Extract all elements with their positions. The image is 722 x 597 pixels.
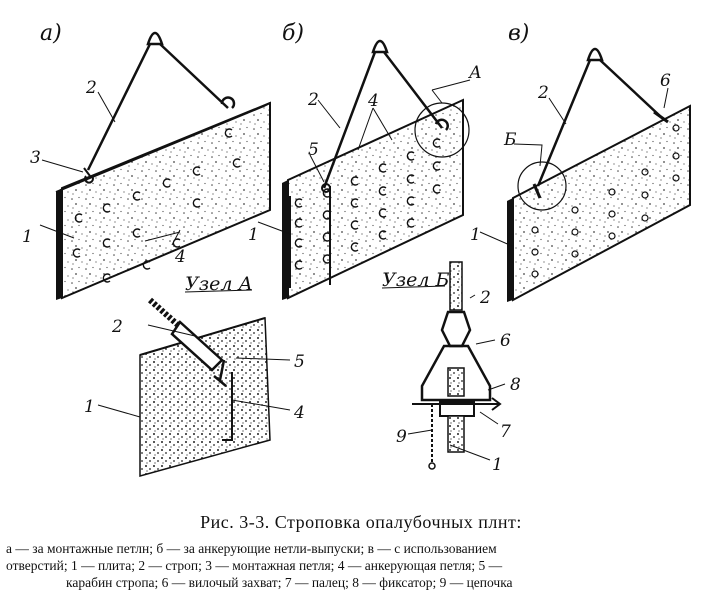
panel-label-a: а) (40, 21, 62, 46)
panel-v-drawing (479, 47, 691, 302)
num-2-a: 2 (85, 78, 97, 98)
num-2-node-a: 2 (111, 317, 123, 337)
num-3-a: 3 (30, 148, 41, 168)
node-a-title: Узел А (185, 273, 253, 295)
legend-line-1: а — за монтажные петлн; б — за анкерующи… (6, 541, 497, 556)
num-4-node-a: 4 (293, 403, 305, 423)
num-4-b: 4 (367, 91, 379, 111)
panel-a-drawing (39, 31, 271, 300)
num-6-v: 6 (660, 71, 671, 91)
legend-line-3: карабин стропа; 6 — вилочый захват; 7 — … (66, 575, 513, 590)
num-5-b: 5 (308, 140, 319, 160)
callout-b-label: Б (503, 130, 517, 150)
num-2-v: 2 (537, 83, 549, 103)
num-6-node-b: 6 (500, 331, 511, 351)
num-2-b: 2 (307, 90, 319, 110)
panel-label-b: б) (282, 21, 304, 46)
panel-label-v: в) (508, 21, 529, 46)
num-5-node-a: 5 (294, 352, 305, 372)
num-4-a: 4 (174, 247, 186, 267)
num-1-node-a: 1 (84, 397, 95, 417)
panel-b-drawing (257, 39, 471, 300)
num-1-v: 1 (470, 225, 481, 245)
figure-caption-title: Рис. 3-3. Строповка опалубочных плнт: (200, 512, 522, 532)
figure-legend: а — за монтажные петлн; б — за анкерующи… (6, 540, 716, 591)
callout-a-label: А (468, 63, 482, 83)
num-8-node-b: 8 (510, 375, 521, 395)
num-2-node-b: 2 (479, 288, 491, 308)
num-1-a: 1 (22, 227, 33, 247)
num-1-b: 1 (248, 225, 259, 245)
num-9-node-b: 9 (396, 427, 407, 447)
legend-line-2: отверстий; 1 — плита; 2 — строп; 3 — мон… (6, 558, 503, 573)
node-b-detail (381, 261, 506, 470)
num-7-node-b: 7 (500, 422, 511, 442)
node-b-title: Узел Б (382, 269, 449, 291)
stropping-diagram: а) б) в) Узел А Узел Б А Б 1 2 3 4 1 2 5… (22, 21, 691, 477)
num-1-node-b: 1 (492, 455, 503, 475)
node-a-detail (97, 289, 291, 477)
